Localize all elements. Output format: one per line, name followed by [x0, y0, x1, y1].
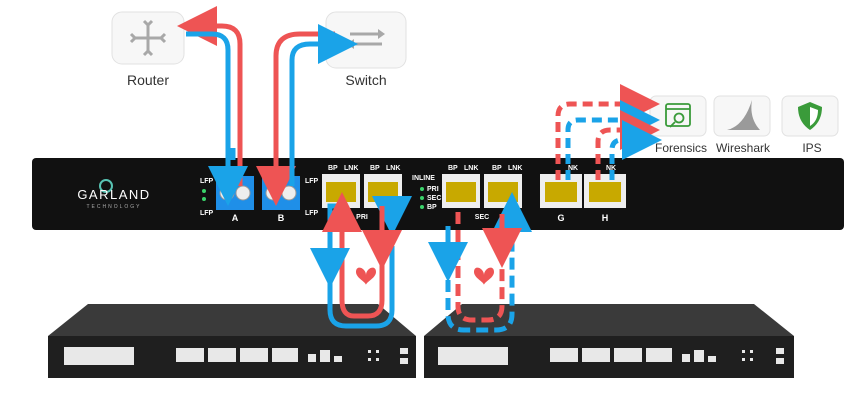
- port-monitor-pair: NK NK G H: [540, 165, 626, 223]
- lnk-label: NK: [568, 165, 578, 172]
- router-label: Router: [127, 72, 169, 88]
- traffic-paths: [177, 6, 662, 333]
- forensics-label: Forensics: [655, 141, 707, 155]
- blue-loop-right: [445, 192, 532, 333]
- wireshark-node: Wireshark: [713, 95, 771, 155]
- port-g-label: G: [557, 213, 564, 223]
- sec-label: SEC: [475, 214, 489, 221]
- port-a-label: A: [232, 213, 239, 223]
- server-right: [424, 304, 794, 378]
- tap-device: GARLAND TECHNOLOGY LFP LFP A B LFP LFP B…: [32, 158, 844, 230]
- brand-tagline: TECHNOLOGY: [86, 204, 141, 210]
- wireshark-label: Wireshark: [716, 141, 771, 155]
- forensics-node: Forensics: [649, 95, 707, 155]
- switch-node: Switch: [325, 11, 407, 88]
- lnk-label: NK: [606, 165, 616, 172]
- lfp-label: LFP: [200, 178, 214, 185]
- blue-path-g-tools: [565, 100, 660, 180]
- lfp-label: LFP: [305, 210, 319, 217]
- garland-logo: GARLAND TECHNOLOGY: [77, 179, 150, 210]
- pri-label: PRI: [356, 214, 368, 221]
- red-path-router-a: [177, 6, 243, 186]
- red-path-g-tools: [555, 84, 660, 180]
- port-h-label: H: [602, 213, 609, 223]
- svg-text:PRI: PRI: [427, 186, 439, 193]
- lnk-label: LNK: [464, 165, 478, 172]
- server-ports: [176, 348, 408, 364]
- lfp-label: LFP: [200, 210, 214, 217]
- svg-text:SEC: SEC: [427, 195, 441, 202]
- router-node: Router: [111, 11, 185, 88]
- blue-loop-left: [327, 203, 395, 329]
- heart-icon: [356, 267, 376, 285]
- bp-label: BP: [492, 165, 502, 172]
- bp-label: BP: [448, 165, 458, 172]
- svg-text:BP: BP: [427, 204, 437, 211]
- router-icon: [129, 19, 167, 57]
- bp-label: BP: [328, 165, 338, 172]
- lnk-label: LNK: [508, 165, 522, 172]
- port-b-label: B: [278, 213, 285, 223]
- inline-label: INLINE: [412, 175, 435, 182]
- forensics-icon: [665, 103, 691, 128]
- blue-path-b-switch: [289, 24, 358, 186]
- server-display: [438, 347, 508, 365]
- ips-label: IPS: [802, 141, 821, 155]
- heart-icon: [474, 267, 494, 285]
- switch-label: Switch: [345, 72, 386, 88]
- blue-path-h-tools: [609, 120, 662, 180]
- lnk-label: LNK: [386, 165, 400, 172]
- server-left: [48, 304, 416, 378]
- server-display: [64, 347, 134, 365]
- status-leds: PRI SEC BP: [420, 186, 441, 211]
- red-path-h-tools: [595, 110, 660, 180]
- brand-name: GARLAND: [77, 187, 150, 202]
- red-path-switch-b: [256, 31, 335, 206]
- lfp-label: LFP: [305, 178, 319, 185]
- wireshark-icon: [727, 100, 760, 130]
- server-ports: [550, 348, 784, 364]
- ips-shield-icon: [798, 102, 822, 130]
- red-loop-right: [455, 212, 505, 323]
- ips-node: IPS: [781, 95, 839, 155]
- blue-path-a-router: [186, 31, 248, 206]
- lnk-label: LNK: [344, 165, 358, 172]
- bp-label: BP: [370, 165, 380, 172]
